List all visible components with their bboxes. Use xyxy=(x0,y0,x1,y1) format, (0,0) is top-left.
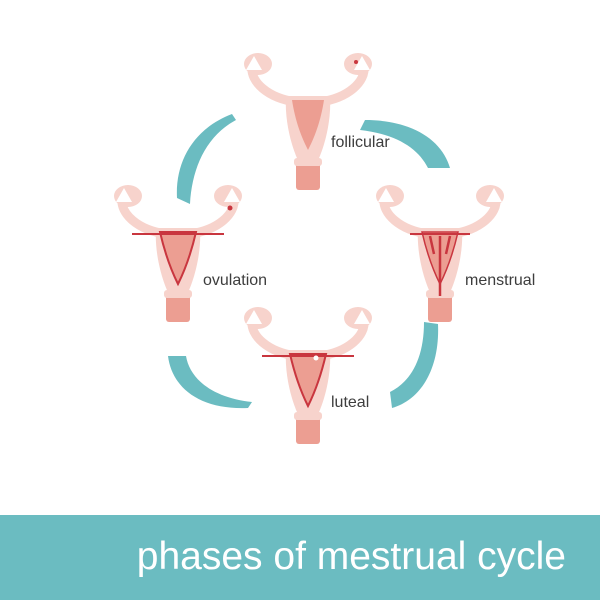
uterus-ovulation-illustration xyxy=(114,185,242,322)
phase-label-luteal: luteal xyxy=(331,394,369,412)
uterus-follicular-illustration xyxy=(244,53,372,190)
uterus-luteal-illustration xyxy=(244,307,372,444)
cycle-arrow xyxy=(168,356,252,408)
uterus-menstrual-illustration xyxy=(376,185,504,322)
phase-label-menstrual: menstrual xyxy=(465,272,535,290)
phase-label-follicular: follicular xyxy=(331,134,390,152)
diagram-title: phases of mestrual cycle xyxy=(137,535,566,579)
title-banner: phases of mestrual cycle xyxy=(0,515,600,600)
cycle-arrow xyxy=(390,322,438,408)
phase-label-ovulation: ovulation xyxy=(203,272,267,290)
uterus-cycle-diagram xyxy=(0,0,600,515)
